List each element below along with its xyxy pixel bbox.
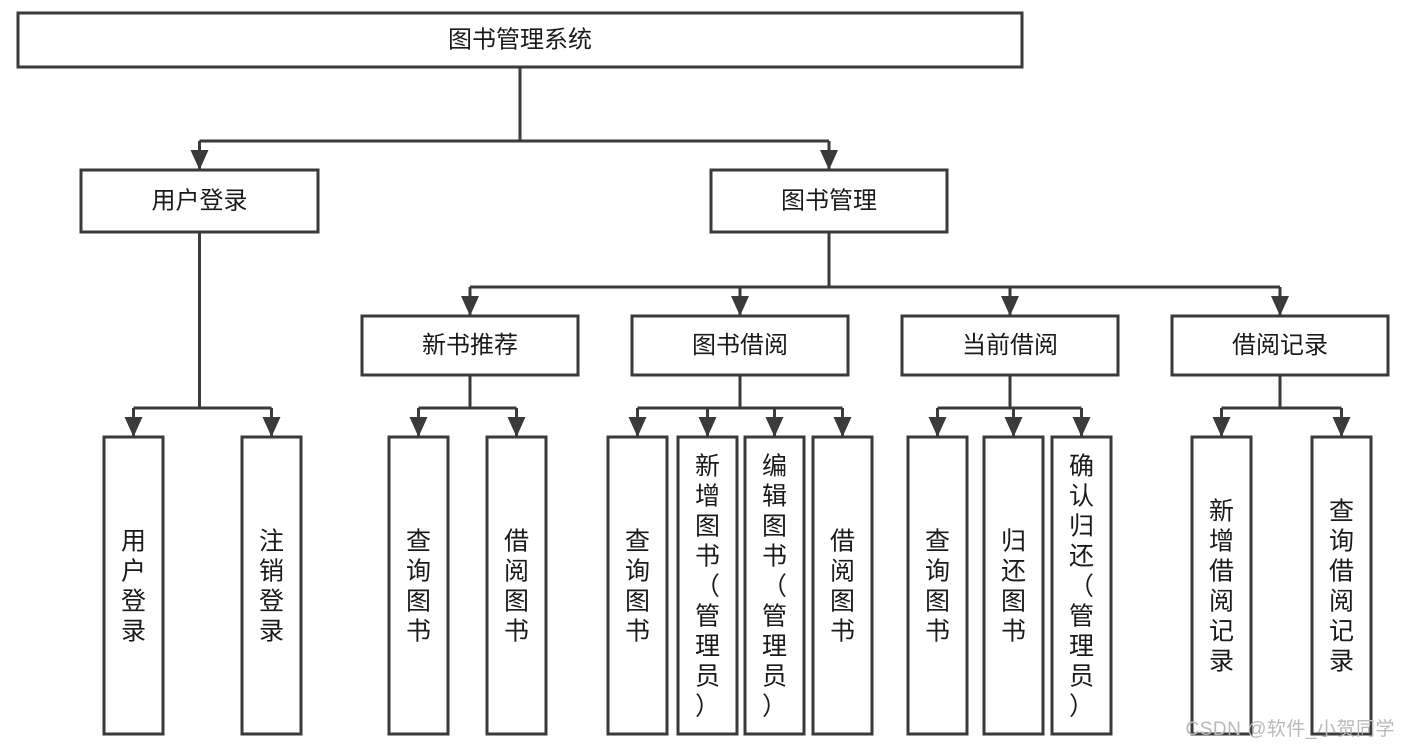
node-book-borrow[interactable]: 图书借阅 [630, 314, 850, 377]
node-leaf-query-book-borrow[interactable]: 查询图书 [606, 435, 669, 736]
node-leaf-add-borrow-record[interactable]: 新增借阅记录 [1190, 435, 1253, 736]
node-box-leaf-borrow-book-rec [485, 435, 548, 736]
node-label-leaf-confirm-return-admin: 确认归还（管理员） [1069, 453, 1094, 721]
node-label-new-book-recommend: 新书推荐 [422, 332, 518, 359]
node-label-leaf-query-book-rec: 查询图书 [406, 528, 431, 646]
arrow-head-icon [1004, 417, 1023, 437]
node-label-book-management: 图书管理 [781, 187, 877, 214]
arrow-head-icon [461, 296, 479, 316]
node-label-leaf-query-book-borrow: 查询图书 [625, 528, 650, 646]
arrow-head-icon [820, 150, 838, 170]
node-box-leaf-query-book-borrow [606, 435, 669, 736]
node-leaf-logout[interactable]: 注销登录 [240, 435, 303, 736]
node-leaf-query-book-rec[interactable]: 查询图书 [387, 435, 450, 736]
arrow-head-icon [1072, 417, 1091, 437]
node-leaf-add-book-admin[interactable]: 新增图书（管理员） [676, 435, 739, 736]
node-box-book-borrow [630, 314, 850, 377]
node-box-leaf-logout [240, 435, 303, 736]
node-box-leaf-add-borrow-record [1190, 435, 1253, 736]
node-label-root: 图书管理系统 [448, 26, 592, 53]
node-label-leaf-borrow-book: 借阅图书 [830, 528, 855, 646]
node-box-leaf-confirm-return-admin [1050, 435, 1113, 736]
node-box-leaf-return-book [982, 435, 1045, 736]
arrow-head-icon [1332, 417, 1351, 437]
node-leaf-return-book[interactable]: 归还图书 [982, 435, 1045, 736]
node-box-root [16, 11, 1024, 69]
watermark-label: CSDN @软件_小贺同学 [1185, 719, 1395, 740]
node-label-leaf-query-book-current: 查询图书 [925, 528, 950, 646]
arrow-head-icon [507, 417, 526, 437]
node-box-leaf-add-book-admin [676, 435, 739, 736]
node-box-borrow-record [1170, 314, 1390, 377]
node-box-leaf-borrow-book [811, 435, 874, 736]
node-user-login[interactable]: 用户登录 [79, 168, 320, 234]
arrow-head-icon [731, 296, 749, 316]
arrow-head-icon [765, 417, 784, 437]
node-label-leaf-user-login: 用户登录 [121, 528, 146, 646]
arrow-head-icon [833, 417, 852, 437]
node-box-leaf-query-book-current [906, 435, 969, 736]
node-borrow-record[interactable]: 借阅记录 [1170, 314, 1390, 377]
node-box-leaf-query-book-rec [387, 435, 450, 736]
node-box-leaf-query-borrow-record [1310, 435, 1373, 736]
edge-layer [124, 67, 1351, 437]
node-box-new-book-recommend [360, 314, 580, 377]
node-box-leaf-edit-book-admin [743, 435, 806, 736]
edge-group-book-borrow [628, 375, 852, 437]
node-leaf-borrow-book-rec[interactable]: 借阅图书 [485, 435, 548, 736]
node-label-leaf-return-book: 归还图书 [1001, 528, 1026, 646]
arrow-head-icon [124, 417, 143, 437]
arrow-head-icon [1212, 417, 1231, 437]
node-label-book-borrow: 图书借阅 [692, 332, 788, 359]
edge-group-borrow-record [1212, 375, 1351, 437]
node-label-current-borrow: 当前借阅 [962, 332, 1058, 359]
node-leaf-confirm-return-admin[interactable]: 确认归还（管理员） [1050, 435, 1113, 736]
node-box-current-borrow [900, 314, 1120, 377]
arrow-head-icon [628, 417, 647, 437]
edge-group-current-borrow [928, 375, 1091, 437]
node-leaf-user-login[interactable]: 用户登录 [102, 435, 165, 736]
node-label-leaf-logout: 注销登录 [259, 528, 284, 646]
node-layer: 图书管理系统用户登录图书管理新书推荐图书借阅当前借阅借阅记录用户登录注销登录查询… [16, 11, 1390, 736]
node-box-book-management [709, 168, 949, 234]
node-leaf-edit-book-admin[interactable]: 编辑图书（管理员） [743, 435, 806, 736]
arrow-head-icon [262, 417, 281, 437]
node-leaf-query-book-current[interactable]: 查询图书 [906, 435, 969, 736]
edge-group-book-management [461, 232, 1289, 316]
arrow-head-icon [1001, 296, 1019, 316]
arrow-head-icon [1271, 296, 1289, 316]
node-label-leaf-query-borrow-record: 查询借阅记录 [1329, 498, 1354, 676]
node-new-book-recommend[interactable]: 新书推荐 [360, 314, 580, 377]
node-leaf-query-borrow-record[interactable]: 查询借阅记录 [1310, 435, 1373, 736]
node-label-leaf-add-borrow-record: 新增借阅记录 [1209, 498, 1234, 676]
arrow-head-icon [190, 150, 209, 170]
arrow-head-icon [928, 417, 947, 437]
node-book-management[interactable]: 图书管理 [709, 168, 949, 234]
node-label-borrow-record: 借阅记录 [1232, 332, 1328, 359]
node-box-leaf-user-login [102, 435, 165, 736]
arrow-head-icon [698, 417, 717, 437]
node-label-leaf-add-book-admin: 新增图书（管理员） [695, 453, 720, 721]
edge-group-new-book-recommend [409, 375, 526, 437]
edge-group-root [190, 67, 838, 170]
node-leaf-borrow-book[interactable]: 借阅图书 [811, 435, 874, 736]
node-label-leaf-edit-book-admin: 编辑图书（管理员） [762, 453, 787, 721]
node-label-user-login: 用户登录 [152, 187, 248, 214]
node-label-leaf-borrow-book-rec: 借阅图书 [504, 528, 529, 646]
edge-group-user-login [124, 232, 281, 437]
node-box-user-login [79, 168, 320, 234]
node-current-borrow[interactable]: 当前借阅 [900, 314, 1120, 377]
node-root[interactable]: 图书管理系统 [16, 11, 1024, 69]
arrow-head-icon [409, 417, 428, 437]
